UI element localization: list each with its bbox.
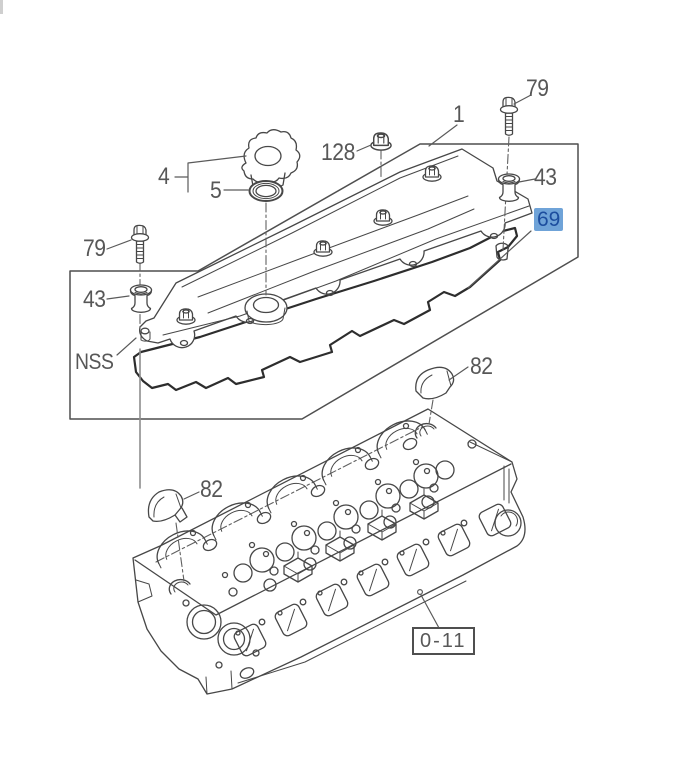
valve-cover-drawing[interactable]: [139, 148, 533, 349]
nut-drawing-128[interactable]: [370, 132, 392, 151]
cap-drawing-left[interactable]: [147, 489, 188, 523]
callout-128[interactable]: 128: [321, 139, 355, 166]
scrollbar-artifact: [0, 0, 3, 14]
callout-82-right[interactable]: 82: [470, 353, 493, 380]
spacer-drawing-left[interactable]: [129, 284, 153, 313]
leader-lines: [106, 94, 536, 629]
callout-4[interactable]: 4: [158, 163, 170, 190]
callout-69-selected[interactable]: 69: [534, 208, 564, 231]
callout-nss: NSS: [75, 349, 114, 374]
callout-43-left[interactable]: 43: [83, 286, 106, 313]
callout-79-upper[interactable]: 79: [526, 75, 549, 102]
ref-box-0-11[interactable]: 0-11: [412, 627, 475, 655]
callout-1-cover[interactable]: 1: [453, 101, 465, 128]
callout-5[interactable]: 5: [210, 177, 222, 204]
gasket-drawing[interactable]: [132, 226, 519, 392]
assembly-enclosure-box: [69, 143, 579, 420]
callout-43-upper[interactable]: 43: [534, 164, 557, 191]
cylinder-head-drawing: [132, 408, 526, 695]
callout-79-left[interactable]: 79: [83, 235, 106, 262]
cap-drawing-right[interactable]: [415, 366, 455, 400]
callout-82-left[interactable]: 82: [200, 476, 223, 503]
bolt-drawing-left[interactable]: [130, 224, 150, 264]
cap-seal-drawing[interactable]: [248, 180, 284, 202]
